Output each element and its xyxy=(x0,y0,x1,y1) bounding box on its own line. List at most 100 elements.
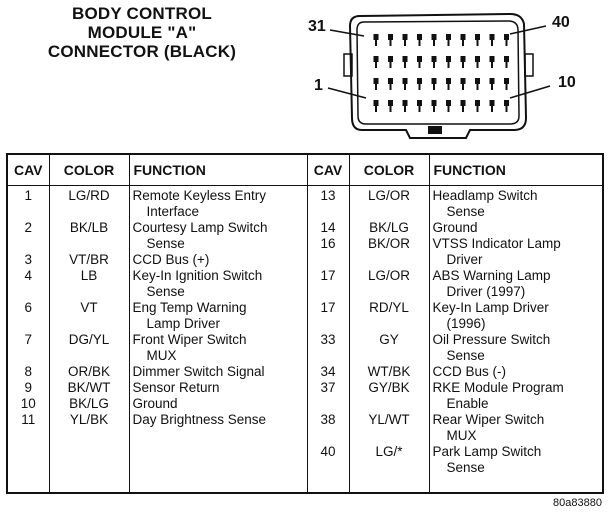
diagram-title: BODY CONTROL MODULE "A" CONNECTOR (BLACK… xyxy=(22,4,262,61)
function-cell: Ground xyxy=(133,396,304,412)
function-text-continued: Sense xyxy=(146,236,185,251)
cav-number: 40 xyxy=(320,444,336,459)
function-cell: Day Brightness Sense xyxy=(133,412,304,428)
wire-color: BK/WT xyxy=(67,380,111,395)
cav-number: 17 xyxy=(320,300,336,315)
wire-color: BK/LG xyxy=(369,220,409,235)
function-text: Ground xyxy=(132,396,178,411)
connector-diagram xyxy=(327,12,551,139)
function-text: Front Wiper Switch xyxy=(132,332,247,347)
header-function-left: FUNCTION xyxy=(128,153,308,186)
function-text: RKE Module Program xyxy=(432,380,564,395)
reference-code: 80a83880 xyxy=(553,497,602,509)
function-text-continued: Sense xyxy=(446,348,485,363)
function-text: Rear Wiper Switch xyxy=(432,412,545,427)
connector-pin xyxy=(460,78,466,90)
connector-pin xyxy=(388,78,393,90)
function-text-continued: Enable xyxy=(446,396,489,411)
connector-pin xyxy=(373,100,379,112)
cav-number: 4 xyxy=(24,268,32,283)
function-text-continued: (1996) xyxy=(446,316,486,331)
connector-pin xyxy=(475,56,480,68)
connector-pin xyxy=(373,34,379,46)
header-color-right: COLOR xyxy=(348,153,430,186)
title-line-3: CONNECTOR (BLACK) xyxy=(47,42,237,61)
function-cell: Sensor Return xyxy=(133,380,304,396)
function-cell: CCD Bus (-) xyxy=(433,364,600,380)
wire-color: BK/LB xyxy=(69,220,109,235)
function-text-continued: Lamp Driver xyxy=(146,316,221,331)
connector-pin xyxy=(446,34,451,46)
wire-color: LG/OR xyxy=(367,188,410,203)
connector-pin xyxy=(402,78,408,90)
title-line-1: BODY CONTROL xyxy=(72,4,212,23)
wire-color: DG/YL xyxy=(68,332,110,347)
wire-color: BK/OR xyxy=(367,236,410,251)
connector-pin xyxy=(417,78,422,90)
cav-number: 1 xyxy=(24,188,32,203)
cav-number: 3 xyxy=(24,252,32,267)
connector-pin xyxy=(417,100,422,112)
wire-color: LG/* xyxy=(375,444,403,459)
function-text: Sensor Return xyxy=(132,380,220,395)
connector-pin xyxy=(475,78,480,90)
function-text-continued: Sense xyxy=(446,204,485,219)
function-text: CCD Bus (+) xyxy=(132,252,210,267)
connector-pin xyxy=(417,34,422,46)
cav-number: 8 xyxy=(24,364,32,379)
cav-number: 37 xyxy=(320,380,336,395)
wire-color: RD/YL xyxy=(369,300,409,315)
function-text: Oil Pressure Switch xyxy=(432,332,551,347)
function-cell: Ground xyxy=(433,220,600,236)
connector-pin xyxy=(417,56,422,68)
function-cell: Dimmer Switch Signal xyxy=(133,364,304,380)
function-text-continued: MUX xyxy=(146,348,177,363)
connector-pin xyxy=(402,100,408,112)
function-text: Courtesy Lamp Switch xyxy=(132,220,268,235)
connector-pin xyxy=(446,78,451,90)
cav-number: 17 xyxy=(320,268,336,283)
cav-number: 7 xyxy=(24,332,32,347)
function-text: Park Lamp Switch xyxy=(432,444,542,459)
function-text: Key-In Ignition Switch xyxy=(132,268,263,283)
connector-pin xyxy=(460,100,466,112)
connector-pin xyxy=(446,100,451,112)
connector-pin xyxy=(489,78,495,90)
connector-pin xyxy=(475,100,480,112)
function-text: Headlamp Switch xyxy=(432,188,538,203)
cav-number: 16 xyxy=(320,236,336,251)
connector-pin xyxy=(431,100,437,112)
connector-pin xyxy=(402,34,408,46)
cav-number: 2 xyxy=(24,220,32,235)
connector-pin xyxy=(489,34,495,46)
connector-pin xyxy=(504,34,509,46)
wire-color: VT/BR xyxy=(69,252,109,267)
function-text-continued: Driver xyxy=(446,252,483,267)
wire-color: YL/WT xyxy=(368,412,410,427)
function-text: VTSS Indicator Lamp xyxy=(432,236,561,251)
connector-pin xyxy=(388,56,393,68)
header-color-left: COLOR xyxy=(48,153,130,186)
connector-pin xyxy=(373,56,379,68)
function-cell: CCD Bus (+) xyxy=(133,252,304,268)
function-text-continued: MUX xyxy=(446,428,477,443)
wire-color: LG/RD xyxy=(68,188,110,203)
cav-number: 38 xyxy=(320,412,336,427)
function-text-continued: Driver (1997) xyxy=(446,284,526,299)
connector-pin xyxy=(446,56,451,68)
pin-label-10: 10 xyxy=(558,74,576,91)
function-text: Key-In Lamp Driver xyxy=(432,300,549,315)
connector-pin xyxy=(475,34,480,46)
connector-pin xyxy=(431,34,437,46)
